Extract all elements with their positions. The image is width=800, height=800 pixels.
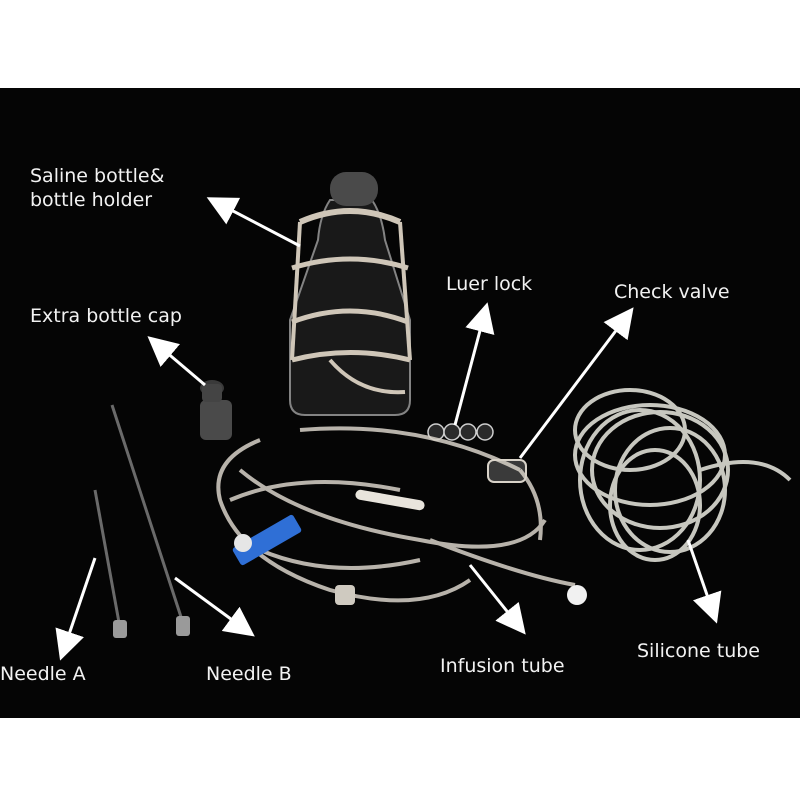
- saline-bottle: [289, 172, 412, 416]
- arrow-silicone-tube: [686, 539, 722, 624]
- needle-b: [110, 404, 190, 636]
- luer-locks: [427, 423, 494, 441]
- arrow-needle-b: [174, 576, 255, 637]
- saline-bottle-label-line2: bottle holder: [30, 189, 153, 211]
- luer-lock-label: Luer lock: [446, 273, 533, 295]
- extra-bottle-cap-label: Extra bottle cap: [30, 305, 182, 327]
- infusion-accessories: [232, 489, 587, 605]
- check-valve: [487, 459, 527, 483]
- needle-b-label: Needle B: [206, 663, 292, 685]
- infusion-tube-label: Infusion tube: [440, 655, 565, 677]
- roller-clamp: [232, 514, 302, 566]
- needle-a-label: Needle A: [0, 663, 86, 685]
- saline-bottle-label-line1: Saline bottle&: [30, 165, 165, 187]
- kit-illustration: [55, 172, 792, 661]
- check-valve-label: Check valve: [614, 281, 730, 303]
- annotation-arrows: [55, 197, 722, 661]
- infusion-tube: [216, 426, 576, 603]
- needle-a: [93, 489, 127, 638]
- saline-bottle-label: Saline bottle& bottle holder: [30, 164, 164, 212]
- tube-end-cap: [567, 585, 587, 605]
- arrow-infusion-tube: [468, 564, 526, 635]
- silicone-tube: [573, 388, 792, 562]
- arrow-luer-lock: [453, 302, 495, 426]
- kit-photo: Saline bottle& bottle holder Extra bottl…: [0, 88, 800, 718]
- arrow-extra-cap: [147, 336, 206, 387]
- arrow-check-valve: [518, 307, 634, 459]
- arrow-needle-a: [55, 557, 97, 661]
- arrow-saline-bottle: [206, 197, 301, 248]
- extra-bottle-cap: [200, 380, 232, 440]
- silicone-tube-label: Silicone tube: [637, 640, 760, 662]
- bottle-cap-on-bottle: [330, 172, 378, 206]
